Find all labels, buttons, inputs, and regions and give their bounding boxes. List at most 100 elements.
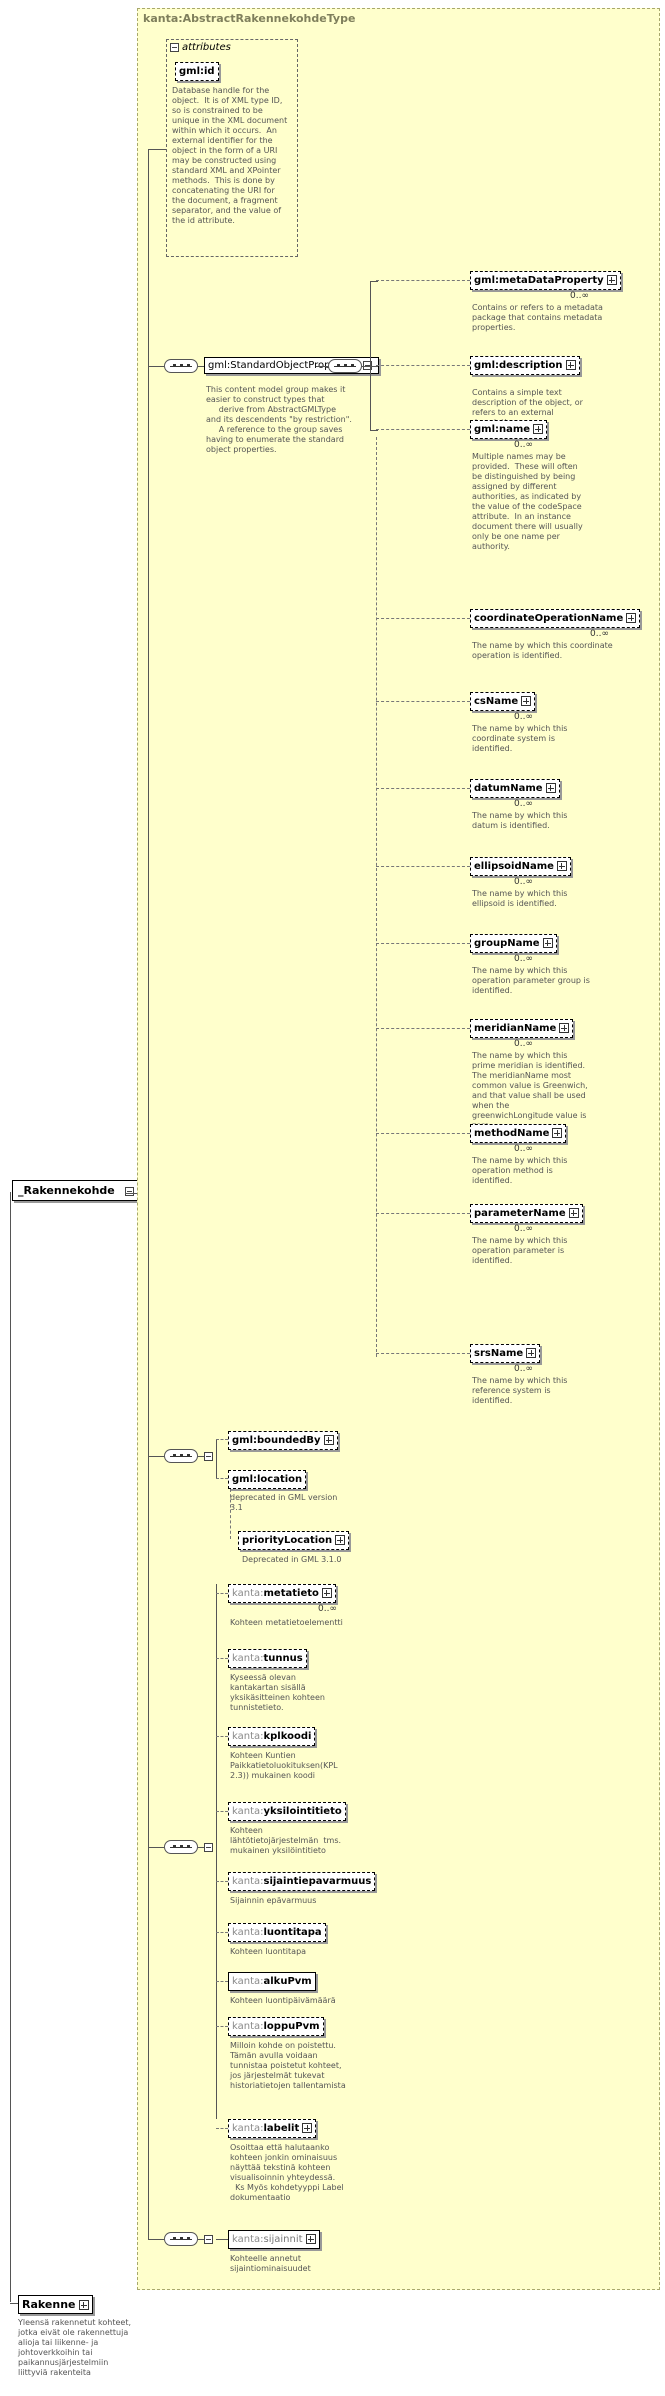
std-prop-desc: The name by which this reference system … [472,1376,568,1405]
collapse-icon[interactable] [362,360,372,370]
link-line [198,2239,204,2240]
expand-icon[interactable] [533,424,544,434]
std-prop-element[interactable]: gml:description [470,356,580,375]
std-prop-element[interactable]: csName [470,692,536,711]
std-prop-element[interactable]: ellipsoidName [470,857,571,876]
kanta-element-desc: Kohteen luontitapa [230,1947,307,1956]
collapse-icon[interactable] [204,1452,213,1461]
link-line [376,788,470,789]
link-line [216,1736,228,1737]
link-line [376,1028,470,1029]
expand-icon[interactable] [606,275,617,285]
link-line [376,618,470,619]
std-prop-element[interactable]: parameterName [470,1204,583,1223]
expand-icon[interactable] [626,613,637,623]
expand-icon[interactable] [568,1208,579,1218]
attributes-title: attributes [170,42,231,53]
root-connector-line [10,1192,11,2302]
expand-icon[interactable] [321,1588,332,1598]
collapse-icon[interactable] [124,1186,134,1196]
collapse-icon[interactable] [204,1843,213,1852]
collapse-icon[interactable] [170,42,179,52]
element-boundedby[interactable]: gml:boundedBy [228,1431,338,1450]
kanta-element[interactable]: kanta:tunnus [228,1649,307,1668]
expand-icon[interactable] [78,2300,89,2310]
kanta-element-desc: Kohteen lähtötietojärjestelmän tms. muka… [230,1826,342,1855]
kanta-element[interactable]: kanta:loppuPvm [228,2017,324,2036]
sequence-icon[interactable] [164,1449,198,1463]
expand-icon[interactable] [335,1535,346,1545]
occurrence-label: 0..∞ [514,877,533,887]
kanta-element-desc: Kyseessä olevan kantakartan sisällä yksi… [230,1673,325,1712]
expand-icon[interactable] [542,938,553,948]
complex-type-title: kanta:AbstractRakennekohdeType [143,12,356,25]
sequence-icon[interactable] [164,359,198,373]
link-line [376,1133,470,1134]
element-sijainnit[interactable]: kanta:sijainnit [228,2230,320,2249]
attribute-gmlid[interactable]: gml:id [175,62,219,81]
std-prop-element[interactable]: srsName [470,1344,541,1363]
expand-icon[interactable] [323,1435,334,1445]
expand-icon[interactable] [526,1348,537,1358]
kanta-element[interactable]: kanta:labelit [228,2119,317,2138]
attributes-box: attributes gml:id Database handle for th… [166,39,298,257]
element-location[interactable]: gml:location [228,1470,307,1489]
std-prop-element[interactable]: gml:name [470,420,548,439]
std-prop-element[interactable]: datumName [470,779,560,798]
expand-icon[interactable] [552,1128,563,1138]
kanta-element[interactable]: kanta:alkuPvm [228,1972,316,1991]
expand-icon[interactable] [559,1023,570,1033]
element-rakenne[interactable]: Rakenne [18,2295,93,2314]
occurrence-label: 0..∞ [514,954,533,964]
std-prop-element[interactable]: methodName [470,1124,567,1143]
link-line [148,2239,164,2240]
substitution-line [376,437,377,1357]
attributes-label: attributes [182,42,231,53]
sequence-icon[interactable] [328,359,362,373]
std-prop-desc: The name by which this operation paramet… [472,966,590,995]
attr-link-line [148,149,166,150]
kanta-element[interactable]: kanta:kplkoodi [228,1727,316,1746]
occurrence-label: 0..∞ [590,629,609,639]
link-line [216,1584,217,2119]
kanta-element-desc: Sijainnin epävarmuus [230,1896,317,1905]
link-line [376,943,470,944]
expand-icon[interactable] [545,783,556,793]
kanta-element[interactable]: kanta:sijaintiepavarmuus [228,1872,376,1891]
expand-icon[interactable] [302,2123,313,2133]
link-line [376,701,470,702]
std-prop-desc: Contains or refers to a metadata package… [472,303,603,332]
kanta-element[interactable]: kanta:luontitapa [228,1923,326,1942]
std-prop-desc: The name by which this coordinate operat… [472,641,613,660]
root-element[interactable]: _Rakennekohde [12,1180,143,1201]
std-prop-element[interactable]: meridianName [470,1019,574,1038]
link-line [216,1811,228,1812]
std-prop-desc: The name by which this operation method … [472,1156,568,1185]
collapse-icon[interactable] [204,2235,213,2244]
kanta-element[interactable]: kanta:yksilointitieto [228,1802,346,1821]
occurrence-label: 0..∞ [514,799,533,809]
sequence-icon[interactable] [164,1840,198,1854]
expand-icon[interactable] [556,861,567,871]
link-line [376,280,470,281]
link-line [362,366,370,367]
link-line [198,1456,204,1457]
sequence-icon[interactable] [164,2232,198,2246]
element-prioritylocation[interactable]: priorityLocation [238,1531,350,1550]
std-prop-element[interactable]: coordinateOperationName [470,609,641,628]
kanta-element-desc: Kohteen luontipäivämäärä [230,1996,336,2005]
std-prop-element[interactable]: gml:metaDataProperty [470,271,621,290]
std-prop-element[interactable]: groupName [470,934,557,953]
element-sijainnit-desc: Kohteelle annetut sijaintiominaisuudet [230,2254,311,2273]
occurrence-label: 0..∞ [514,440,533,450]
root-connector-tick [10,2303,18,2304]
main-spine-line [148,149,149,2239]
link-line [216,2026,228,2027]
expand-icon[interactable] [565,360,576,370]
std-prop-desc: The name by which this operation paramet… [472,1236,568,1265]
kanta-element[interactable]: kanta:metatieto [228,1584,336,1603]
occurrence-label: 0..∞ [514,712,533,722]
expand-icon[interactable] [521,696,532,706]
expand-icon[interactable] [305,2234,316,2244]
